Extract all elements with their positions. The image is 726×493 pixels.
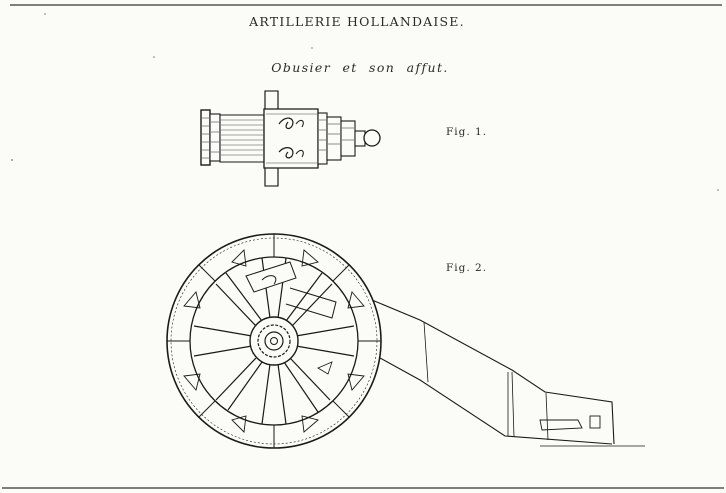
carriage-trail-drawing — [371, 299, 645, 447]
figure-1-label: Fig. 1. — [446, 126, 488, 138]
howitzer-barrel-drawing — [200, 90, 381, 187]
plate-border — [2, 4, 724, 489]
plate-subtitle: Obusier et son affut. — [271, 60, 449, 75]
carriage-wheel-drawing — [166, 233, 382, 449]
paper-specks — [11, 13, 719, 191]
figure-2-label: Fig. 2. — [446, 262, 488, 274]
plate-title: ARTILLERIE HOLLANDAISE. — [249, 14, 465, 29]
